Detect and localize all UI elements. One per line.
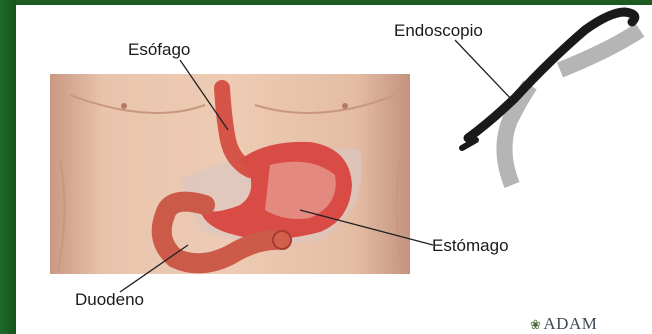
label-duodeno: Duodeno	[75, 290, 144, 310]
label-esofago: Esófago	[128, 40, 190, 60]
adam-logo: ❀ADAM	[530, 314, 597, 334]
endoscope-instrument	[462, 12, 635, 148]
adam-leaf-icon: ❀	[530, 317, 541, 332]
label-estomago: Estómago	[432, 236, 509, 256]
label-endoscopio: Endoscopio	[394, 21, 483, 41]
endoscope-shadow	[504, 30, 640, 185]
endoscopio-leader-line	[455, 40, 512, 100]
adam-logo-text: ADAM	[543, 314, 597, 333]
